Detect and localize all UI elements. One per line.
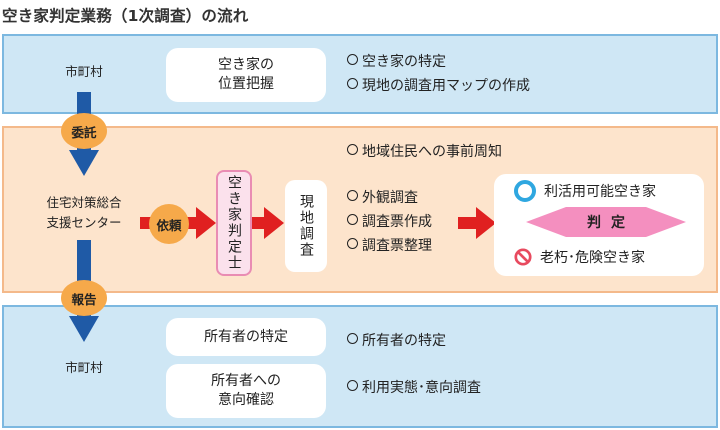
owner-intent-box: 所有者への 意向確認 [166,364,326,418]
report-badge: 報告 [61,280,107,316]
circle-ring-icon [514,180,536,202]
middle-item-1: 外観調査 [347,186,418,210]
delegate-badge: 委託 [61,113,107,149]
location-box: 空き家の 位置把握 [166,48,326,102]
right-arrow-head-2 [264,207,284,239]
municipality-top-band [2,34,718,114]
result-ok-row: 利活用可能空き家 [514,180,656,202]
circle-mark-icon [347,380,358,391]
circle-mark-icon [347,214,358,225]
top-item-2: 現地の調査用マップの作成 [347,74,530,98]
top-item-1: 空き家の特定 [347,50,446,74]
municipality-bottom-band [2,305,718,428]
page-title: 空き家判定業務（1次調査）の流れ [2,7,249,25]
right-arrow-shaft-3 [458,217,478,229]
bottom-item-2: 利用実態･意向調査 [347,376,481,400]
right-arrow-shaft-2 [252,217,266,229]
middle-item-3: 調査票整理 [347,234,432,258]
result-ok-label: 利活用可能空き家 [544,184,656,200]
circle-mark-icon [347,78,358,89]
survey-box: 現地調査 [285,180,327,272]
inspector-box: 空き家判定士 [216,170,252,276]
down-arrow-head-2 [69,316,99,342]
prohibited-icon [514,248,532,266]
circle-mark-icon [347,54,358,65]
top-actor-municipality: 市町村 [65,64,103,79]
judge-label: 判定 [587,215,635,231]
right-arrow-head-1 [196,207,216,239]
owner-identify-box: 所有者の特定 [166,318,326,356]
result-ng-row: 老朽･危険空き家 [514,246,645,268]
middle-item-2: 調査票作成 [347,210,432,234]
bottom-item-1: 所有者の特定 [347,329,446,353]
bottom-actor-municipality: 市町村 [65,360,103,375]
right-arrow-head-3 [476,207,496,239]
circle-mark-icon [347,238,358,249]
judge-diamond [526,207,686,237]
notice-item: 地域住民への事前周知 [347,140,502,164]
circle-mark-icon [347,333,358,344]
center-actor: 住宅対策総合 支援センター [46,195,122,230]
circle-mark-icon [347,144,358,155]
circle-mark-icon [347,190,358,201]
result-ng-label: 老朽･危険空き家 [540,250,645,266]
down-arrow-head-1 [69,150,99,176]
request-badge: 依頼 [149,204,189,244]
